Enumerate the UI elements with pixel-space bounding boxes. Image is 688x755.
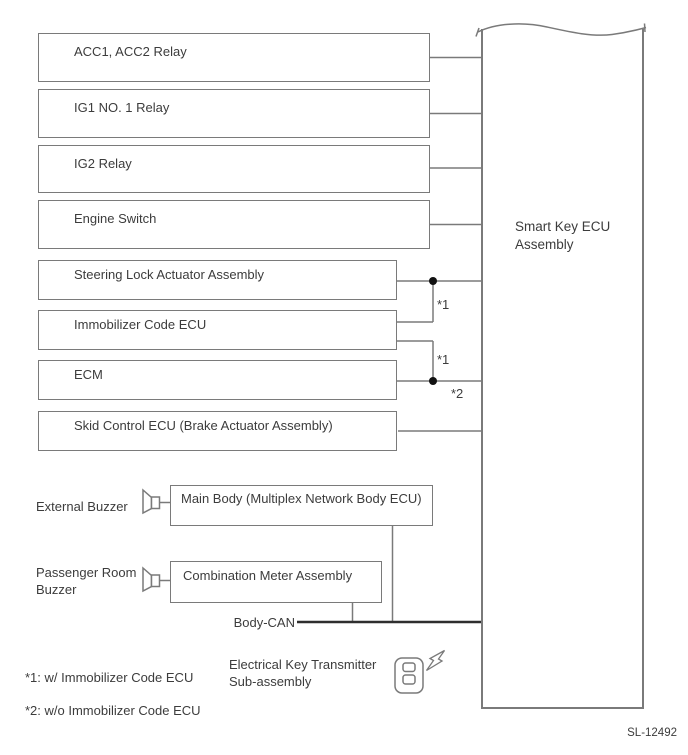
box-label: IG1 NO. 1 Relay (74, 100, 170, 115)
footnote-2: *2: w/o Immobilizer Code ECU (25, 703, 201, 718)
smart-key-ecu-label: Smart Key ECU Assembly (515, 219, 611, 252)
key-fob-icon (394, 657, 424, 694)
box-label: Steering Lock Actuator Assembly (74, 267, 265, 282)
box-label: Combination Meter Assembly (183, 568, 353, 583)
buzzer-icon (142, 488, 170, 515)
box-engine-switch: Engine Switch (38, 200, 430, 249)
buzzer-icon (142, 566, 170, 593)
box-main-body-ecu: Main Body (Multiplex Network Body ECU) (170, 485, 433, 526)
box-label: Skid Control ECU (Brake Actuator Assembl… (74, 418, 333, 433)
box-skid-control-ecu: Skid Control ECU (Brake Actuator Assembl… (38, 411, 397, 451)
electrical-key-transmitter-label: Electrical Key Transmitter Sub-assembly (229, 657, 377, 689)
box-ig2-relay: IG2 Relay (38, 145, 430, 193)
box-ecm: ECM (38, 360, 397, 400)
box-label: Immobilizer Code ECU (74, 317, 207, 332)
box-label: ECM (74, 367, 103, 382)
box-label: Engine Switch (74, 211, 157, 226)
box-ig1-no1-relay: IG1 NO. 1 Relay (38, 89, 430, 138)
box-combination-meter: Combination Meter Assembly (170, 561, 382, 603)
passenger-room-buzzer-label: Passenger Room Buzzer (36, 565, 137, 597)
junction-label-1a: *1 (437, 297, 450, 312)
junction-dot (429, 277, 437, 285)
body-can-label: Body-CAN (233, 615, 295, 630)
torn-edge-wave (477, 23, 647, 36)
external-buzzer-label: External Buzzer (36, 499, 128, 514)
torn-edge-tick-right (643, 23, 646, 33)
torn-edge-tick-left (475, 27, 480, 37)
box-smart-key-ecu-assembly (481, 29, 644, 709)
junction-label-2: *2 (451, 386, 464, 401)
junction-dot (429, 377, 437, 385)
junction-label-1b: *1 (437, 352, 450, 367)
box-immobilizer-code-ecu: Immobilizer Code ECU (38, 310, 397, 350)
box-label: IG2 Relay (74, 156, 132, 171)
footnote-1: *1: w/ Immobilizer Code ECU (25, 670, 194, 685)
box-label: ACC1, ACC2 Relay (74, 44, 187, 59)
box-acc1-acc2-relay: ACC1, ACC2 Relay (38, 33, 430, 82)
box-label: Main Body (Multiplex Network Body ECU) (181, 491, 422, 506)
box-steering-lock-actuator: Steering Lock Actuator Assembly (38, 260, 397, 300)
radio-wave-icon (425, 649, 446, 672)
figure-code: SL-12492 (627, 727, 677, 739)
